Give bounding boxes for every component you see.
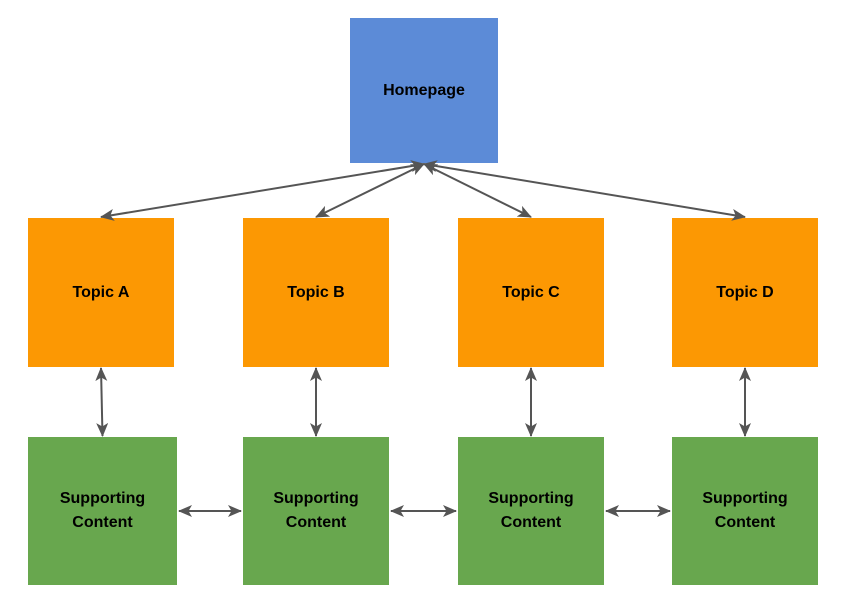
supporting-content-b-node: Supporting Content	[243, 437, 389, 585]
connector-homepage-topicB	[315, 163, 425, 218]
topic-d-node: Topic D	[672, 218, 818, 367]
topic-a-label: Topic A	[72, 283, 130, 301]
topic-c-label: Topic C	[502, 283, 560, 301]
supporting-content-c-label: Supporting Content	[488, 490, 574, 531]
supporting-content-a-label: Supporting Content	[59, 490, 146, 531]
connector-topicA-supportA	[95, 367, 109, 437]
connector-homepage-topicC	[423, 163, 532, 218]
topic-b-node: Topic B	[243, 218, 389, 367]
connector-homepage-topicA	[100, 160, 425, 221]
topic-c-node: Topic C	[458, 218, 604, 367]
supporting-content-a-node: Supporting Content	[28, 437, 177, 585]
topic-a-node: Topic A	[28, 218, 174, 367]
homepage-label: Homepage	[383, 81, 465, 99]
supporting-content-d-node: Supporting Content	[672, 437, 818, 585]
topic-b-label: Topic B	[287, 283, 345, 301]
homepage-node: Homepage	[350, 18, 498, 163]
supporting-content-d-label: Supporting Content	[702, 490, 788, 531]
supporting-content-c-node: Supporting Content	[458, 437, 604, 585]
topic-d-label: Topic D	[716, 283, 774, 301]
connector-homepage-topicD	[423, 160, 746, 221]
supporting-content-b-label: Supporting Content	[273, 490, 359, 531]
